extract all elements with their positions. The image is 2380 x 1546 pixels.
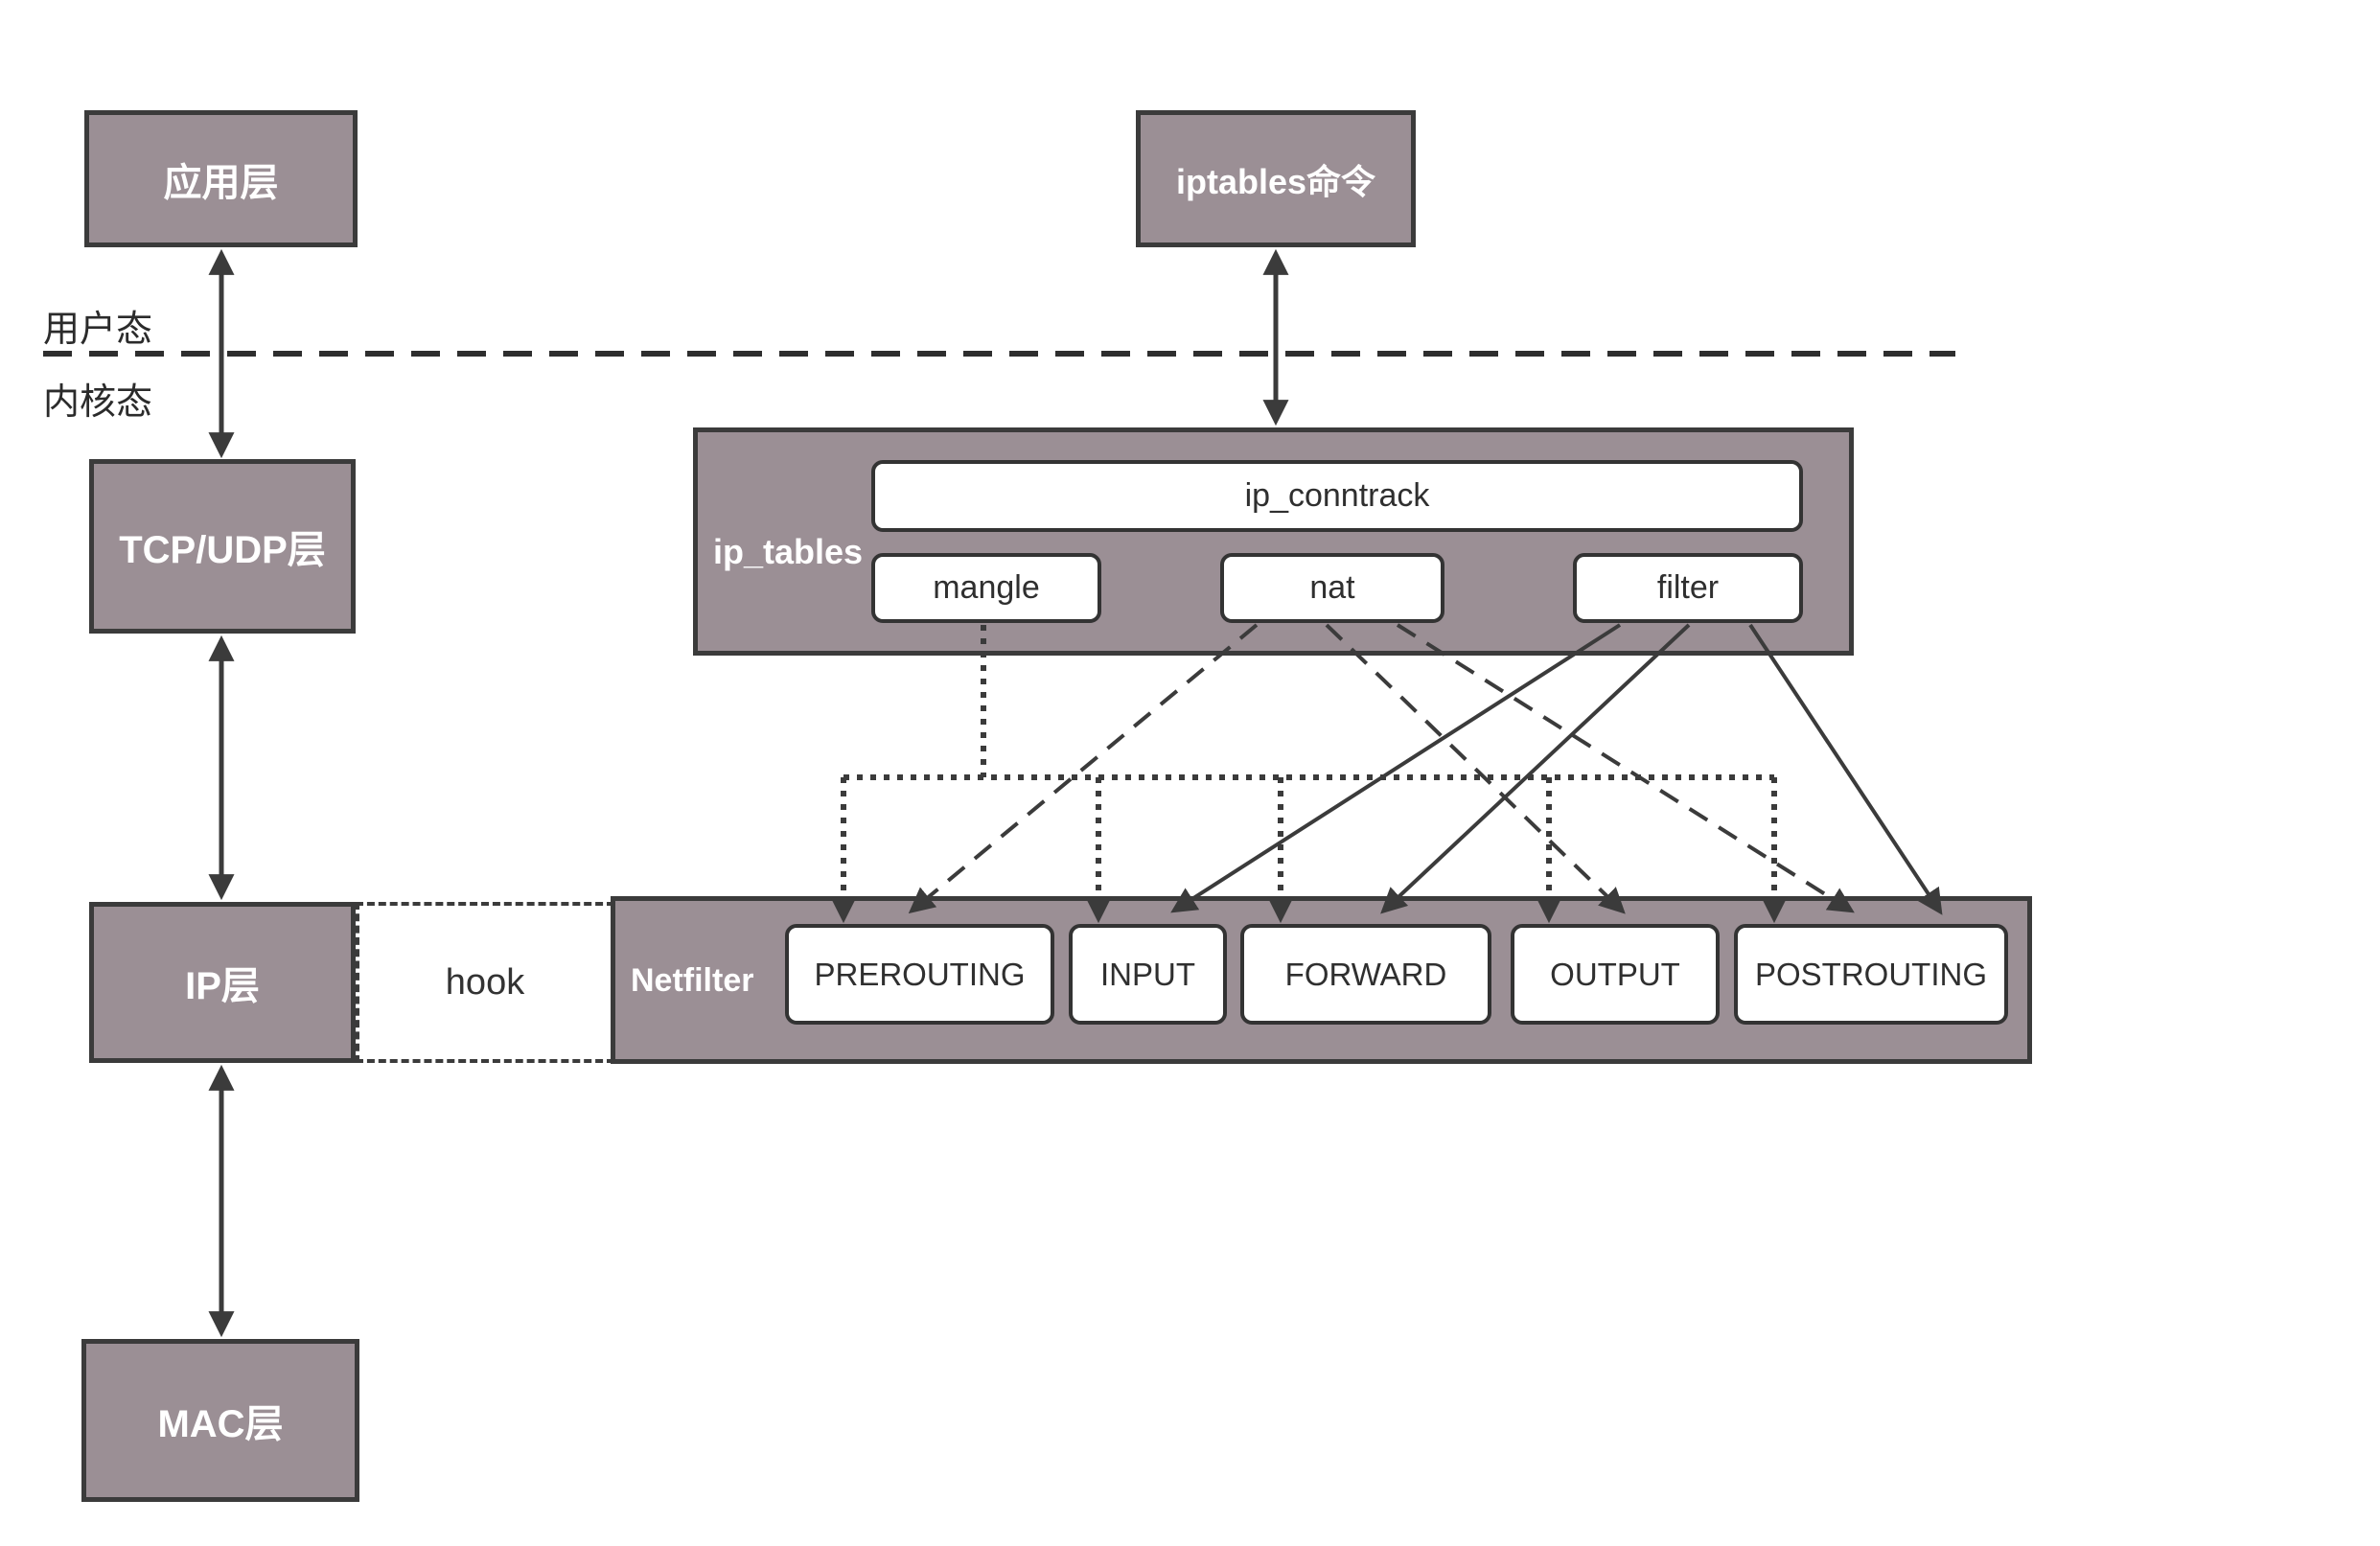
nat-to-output (1325, 623, 1626, 914)
filter-to-input (1170, 623, 1622, 913)
chain-input-box: INPUT (1069, 924, 1227, 1025)
user-mode-label: 用户态 (43, 310, 153, 350)
chain-output-box: OUTPUT (1511, 924, 1720, 1025)
ip-conntrack-box: ip_conntrack (871, 460, 1803, 532)
filter-to-forward (1380, 623, 1691, 914)
nat-table-box: nat (1220, 553, 1444, 623)
iptables-cmd-box: iptables命令 (1136, 110, 1416, 247)
mangle-connections (830, 625, 1788, 924)
filter-to-postrouting (1748, 623, 1943, 915)
ip-tables-box: ip_tables ip_conntrack mangle nat filter (693, 427, 1854, 656)
ip-tables-label: ip_tables (713, 532, 864, 571)
tcp-udp-layer-box: TCP/UDP层 (89, 459, 356, 634)
chain-forward-box: FORWARD (1240, 924, 1491, 1025)
app-layer-box: 应用层 (84, 110, 358, 247)
netfilter-box: Netfilter PREROUTING INPUT FORWARD OUTPU… (611, 896, 2032, 1064)
hook-label: hook (445, 961, 525, 1003)
filter-connections (1170, 623, 1943, 915)
hook-zone: hook (356, 902, 614, 1063)
netfilter-label: Netfilter (631, 962, 754, 999)
stack-arrows (208, 248, 1289, 1338)
mac-layer-box: MAC层 (81, 1339, 359, 1502)
chain-prerouting-box: PREROUTING (785, 924, 1054, 1025)
ip-layer-box: IP层 (89, 902, 356, 1063)
nat-connections (908, 623, 1855, 914)
nat-to-prerouting (908, 623, 1259, 914)
mangle-table-box: mangle (871, 553, 1101, 623)
chain-postrouting-box: POSTROUTING (1734, 924, 2008, 1025)
filter-table-box: filter (1573, 553, 1803, 623)
nat-to-postrouting (1396, 623, 1855, 913)
kernel-mode-label: 内核态 (43, 382, 153, 423)
